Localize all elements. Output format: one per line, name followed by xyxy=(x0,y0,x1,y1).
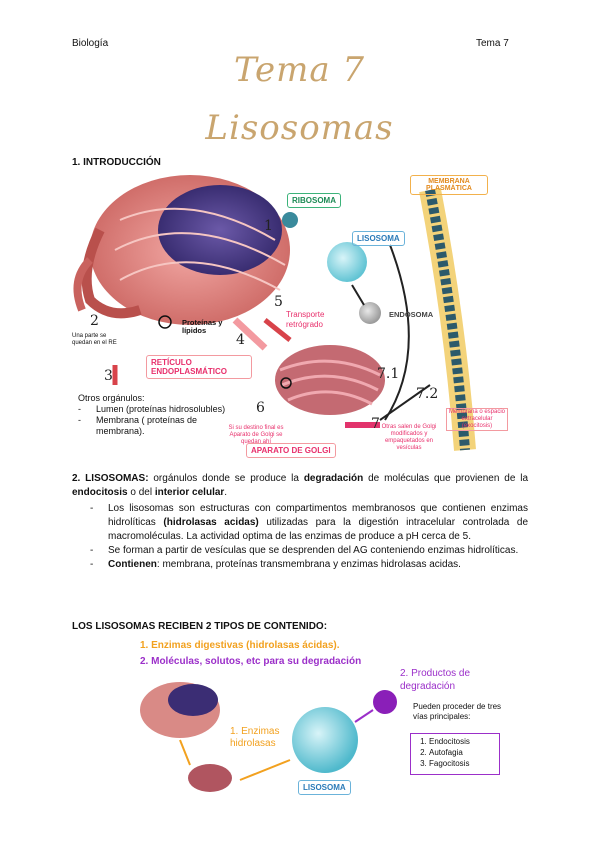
step-number-7-1: 7.1 xyxy=(377,366,400,382)
step-number-3: 3 xyxy=(104,368,113,384)
arrow-7-1 xyxy=(384,244,410,421)
label-transporte-retrogrado: Transporte retrógrado xyxy=(286,310,325,329)
label-productos-degradacion: 2. Productos de degradación xyxy=(400,668,471,692)
step-number-2: 2 xyxy=(90,313,99,329)
header-subject: Biología xyxy=(72,38,109,49)
vias-list: Endocitosis Autofagia Fagocitosis xyxy=(411,736,499,769)
page-title: Tema 7 xyxy=(233,50,366,90)
lisosomas-definition: 2. LISOSOMAS: orgánulos donde se produce… xyxy=(72,473,529,498)
label-pueden-proceder: Pueden proceder de tres vías principales… xyxy=(413,702,502,721)
contenido-item-2: 2. Moléculas, solutos, etc para su degra… xyxy=(140,656,362,667)
step-number-1: 1 xyxy=(264,218,273,234)
arrow-enzimas-1 xyxy=(179,739,191,766)
label-salen-golgi: Otras salen de Golgi modificados y empaq… xyxy=(381,424,437,451)
arrow-enzimas-2 xyxy=(239,759,291,781)
label-membrana-plasmatica: MEMBRANA PLASMÁTICA xyxy=(410,175,488,195)
label-endosoma: ENDOSOMA xyxy=(389,310,434,319)
arrow-7-2 xyxy=(379,384,431,421)
label-lisosoma: LISOSOMA xyxy=(352,231,405,246)
lysosome-illustration xyxy=(327,242,367,282)
label-ribosoma: RIBOSOMA xyxy=(287,193,341,208)
list-item: Fagocitosis xyxy=(429,758,499,769)
er-nucleus-illustration xyxy=(140,682,220,738)
label-reticulo: RETÍCULO ENDOPLASMÁTICO xyxy=(146,355,252,379)
list-item: Endocitosis xyxy=(429,736,499,747)
page-subtitle: Lisosomas xyxy=(205,108,394,148)
list-item: Lumen (proteínas hidrosolubles) xyxy=(66,404,226,415)
section-intro-heading: 1. INTRODUCCIÓN xyxy=(72,157,161,168)
step-number-6: 6 xyxy=(256,400,265,416)
list-item: Membrana ( proteínas de membrana). xyxy=(66,415,226,437)
list-item: Se forman a partir de vesículas que se d… xyxy=(78,544,528,558)
section-lisosomas-heading: 2. LISOSOMAS: xyxy=(72,473,149,484)
list-item: Contienen: membrana, proteínas transmemb… xyxy=(78,558,528,572)
label-destino-golgi: Si su destino final es Aparato de Golgi … xyxy=(228,425,284,445)
header-topic: Tema 7 xyxy=(476,38,509,49)
arrow-4 xyxy=(232,317,268,351)
vias-box: Endocitosis Autofagia Fagocitosis xyxy=(410,733,500,775)
label-membrana-espacio: Membrana o espacio extracelular (exocito… xyxy=(446,408,508,431)
endoplasmic-reticulum-illustration xyxy=(73,175,290,329)
label-enzimas-hidrolasas: 1. Enzimas hidrolasas xyxy=(230,726,280,749)
lysosome-large-illustration xyxy=(292,707,358,773)
arrow-endo-lyso xyxy=(351,284,365,306)
otros-organulos-title: Otros orgánulos: xyxy=(78,393,145,403)
golgi-illustration xyxy=(275,345,385,415)
list-item: Autofagia xyxy=(429,747,499,758)
golgi-small-illustration xyxy=(188,764,232,792)
plasma-membrane-illustration xyxy=(419,187,476,451)
step-number-7: 7 xyxy=(371,416,380,432)
step-number-4: 4 xyxy=(236,332,245,348)
label-proteinas-lipidos: Proteínas y lípidos xyxy=(182,318,223,335)
arrow-productos xyxy=(354,709,374,723)
otros-organulos-list: Lumen (proteínas hidrosolubles) Membrana… xyxy=(66,404,226,437)
contenido-item-1: 1. Enzimas digestivas (hidrolasas ácidas… xyxy=(140,640,340,651)
list-item: Los lisosomas son estructuras con compar… xyxy=(78,502,528,544)
label-parte-re: Una parte se quedan en el RE xyxy=(72,333,117,346)
endosome-illustration xyxy=(359,302,381,324)
label-golgi: APARATO DE GOLGI xyxy=(246,443,336,458)
degradation-product-blob xyxy=(373,690,397,714)
step-number-7-2: 7.2 xyxy=(416,386,439,402)
lysosome-content-figure xyxy=(140,682,397,792)
label-lisosoma-2: LISOSOMA xyxy=(298,780,351,795)
ribosome-illustration xyxy=(282,212,298,228)
section-contenido-heading: LOS LISOSOMAS RECIBEN 2 TIPOS DE CONTENI… xyxy=(72,621,328,632)
step-number-5: 5 xyxy=(274,294,283,310)
arrow-5 xyxy=(263,318,292,342)
secretory-pathway-figure xyxy=(73,175,476,451)
lisosomas-bullets: Los lisosomas son estructuras con compar… xyxy=(78,502,528,572)
